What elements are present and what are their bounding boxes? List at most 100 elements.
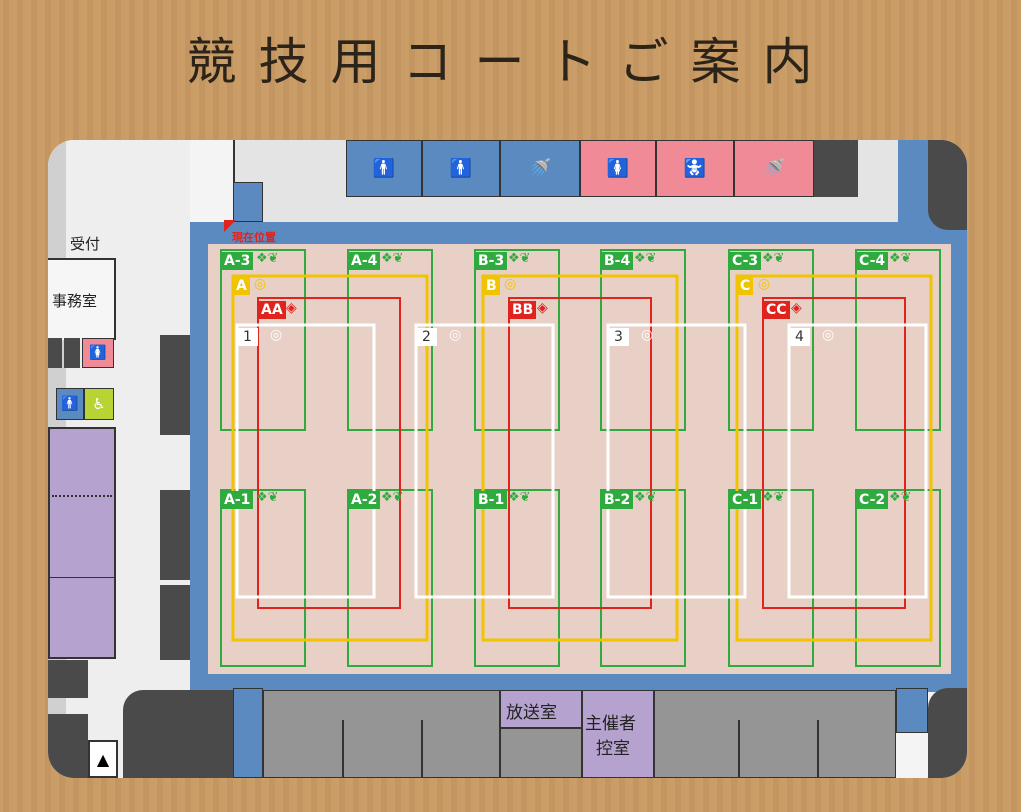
court-tag-C: C <box>737 277 754 295</box>
bottom-stairs-right <box>896 688 928 733</box>
court-outline-2 <box>414 323 555 599</box>
court-tag-3: 3 <box>608 328 629 346</box>
corner-bottom-left <box>123 690 233 778</box>
court-outline-B-2 <box>600 489 686 667</box>
man-washroom-icon: 🚹 <box>422 140 500 197</box>
bottom-divider-4 <box>817 720 819 778</box>
court-outline-C-1 <box>728 489 814 667</box>
court-outline-A <box>231 274 429 642</box>
purple-room <box>48 427 116 659</box>
court-outline-C-3 <box>728 249 814 431</box>
host-waiting-label-1: 主催者 <box>585 714 636 734</box>
left-post-3 <box>160 585 190 660</box>
shower-icon: 🚿 <box>500 140 580 197</box>
court-outline-1 <box>235 323 376 599</box>
court-tag-A-3: A-3 <box>221 252 254 270</box>
court-tag-B: B <box>483 277 500 295</box>
badminton-icon: ❖❦ <box>256 490 279 505</box>
wheelchair-icon: ♿ <box>84 388 114 420</box>
man-icon: 🚹 <box>56 388 84 420</box>
badminton-icon: ❖❦ <box>762 251 785 266</box>
court-tag-C-4: C-4 <box>856 252 889 270</box>
court-tag-C-3: C-3 <box>729 252 762 270</box>
softball-icon: ◈ <box>791 300 802 316</box>
basketball-icon: ◎ <box>504 276 517 292</box>
court-outline-A-2 <box>347 489 433 667</box>
court-outline-A-1 <box>220 489 306 667</box>
court-outline-4 <box>787 323 928 599</box>
court-tag-C-1: C-1 <box>729 491 762 509</box>
court-tag-C-2: C-2 <box>856 491 889 509</box>
badminton-icon: ❖❦ <box>508 490 531 505</box>
lower-left-block-2 <box>48 714 88 778</box>
bottom-divider-2 <box>421 720 423 778</box>
purple-room-wall <box>48 577 116 578</box>
badminton-icon: ❖❦ <box>634 490 657 505</box>
court-outline-3 <box>606 323 747 599</box>
page-title: 競技用コートご案内 <box>186 33 835 91</box>
court-tag-4: 4 <box>789 328 810 346</box>
court-outline-C <box>735 274 933 642</box>
broadcast-room <box>500 690 582 728</box>
left-post-2 <box>160 490 190 580</box>
bottom-room-1 <box>263 690 500 778</box>
court-tag-2: 2 <box>416 328 437 346</box>
court-tag-AA: AA <box>258 301 286 319</box>
softball-icon: ◈ <box>537 300 548 316</box>
office-label: 事務室 <box>52 292 98 310</box>
court-outline-C-2 <box>855 489 941 667</box>
office-room <box>48 258 116 340</box>
volleyball-icon: ◎ <box>641 327 654 343</box>
softball-icon: ◈ <box>286 300 297 316</box>
court-tag-1: 1 <box>237 328 258 346</box>
entrance-stairs <box>233 182 263 222</box>
bottom-room-3 <box>654 690 896 778</box>
arena-floor <box>208 244 951 674</box>
court-outline-B-3 <box>474 249 560 431</box>
badminton-icon: ❖❦ <box>634 251 657 266</box>
courts-svg <box>220 249 941 667</box>
man-restroom-icon: 🚹 <box>346 140 422 197</box>
court-outline-B-1 <box>474 489 560 667</box>
left-post-1 <box>160 335 190 435</box>
court-tag-CC: CC <box>763 301 790 319</box>
you-are-here-label: 現在位置 <box>232 231 276 244</box>
court-outline-C-4 <box>855 249 941 431</box>
court-tag-A: A <box>233 277 250 295</box>
you-are-here-marker-icon <box>224 220 236 232</box>
shower-icon-women: 🚿 <box>734 140 814 197</box>
court-outline-A-3 <box>220 249 306 431</box>
up-arrow-icon: ▲ <box>88 740 118 778</box>
court-tag-B-2: B-2 <box>601 491 634 509</box>
court-tag-B-1: B-1 <box>475 491 508 509</box>
badminton-icon: ❖❦ <box>508 251 531 266</box>
corner-bottom-right <box>928 688 967 778</box>
bottom-room-2 <box>500 728 582 778</box>
badminton-icon: ❖❦ <box>762 490 785 505</box>
bottom-divider-1 <box>342 720 344 778</box>
court-tag-A-2: A-2 <box>348 491 381 509</box>
court-tag-B-4: B-4 <box>601 252 634 270</box>
woman-baby-icon: 🚼 <box>656 140 734 197</box>
court-tag-A-4: A-4 <box>348 252 381 270</box>
bottom-divider-3 <box>738 720 740 778</box>
volleyball-icon: ◎ <box>822 327 835 343</box>
badminton-icon: ❖❦ <box>381 490 404 505</box>
badminton-icon: ❖❦ <box>889 251 912 266</box>
reception-label: 受付 <box>70 235 101 253</box>
badminton-icon: ❖❦ <box>256 251 279 266</box>
court-tag-BB: BB <box>509 301 537 319</box>
host-waiting-label-2: 控室 <box>596 739 630 759</box>
woman-icon: 🚺 <box>82 338 114 368</box>
purple-room-divider <box>52 495 112 497</box>
corner-top-right <box>928 140 967 230</box>
host-waiting-room <box>582 690 654 778</box>
volleyball-icon: ◎ <box>449 327 462 343</box>
badminton-icon: ❖❦ <box>889 490 912 505</box>
woman-restroom-icon: 🚺 <box>580 140 656 197</box>
court-outline-CC <box>762 297 906 609</box>
bottom-stairs-left <box>233 688 263 778</box>
court-tag-A-1: A-1 <box>221 491 254 509</box>
court-tag-B-3: B-3 <box>475 252 508 270</box>
floor-map: 🚹 🚹 🚿 🚺 🚼 🚿 受付 事務室 🚺 🚹 ♿ ▲ 放送室 主催者 控室 <box>48 140 967 778</box>
